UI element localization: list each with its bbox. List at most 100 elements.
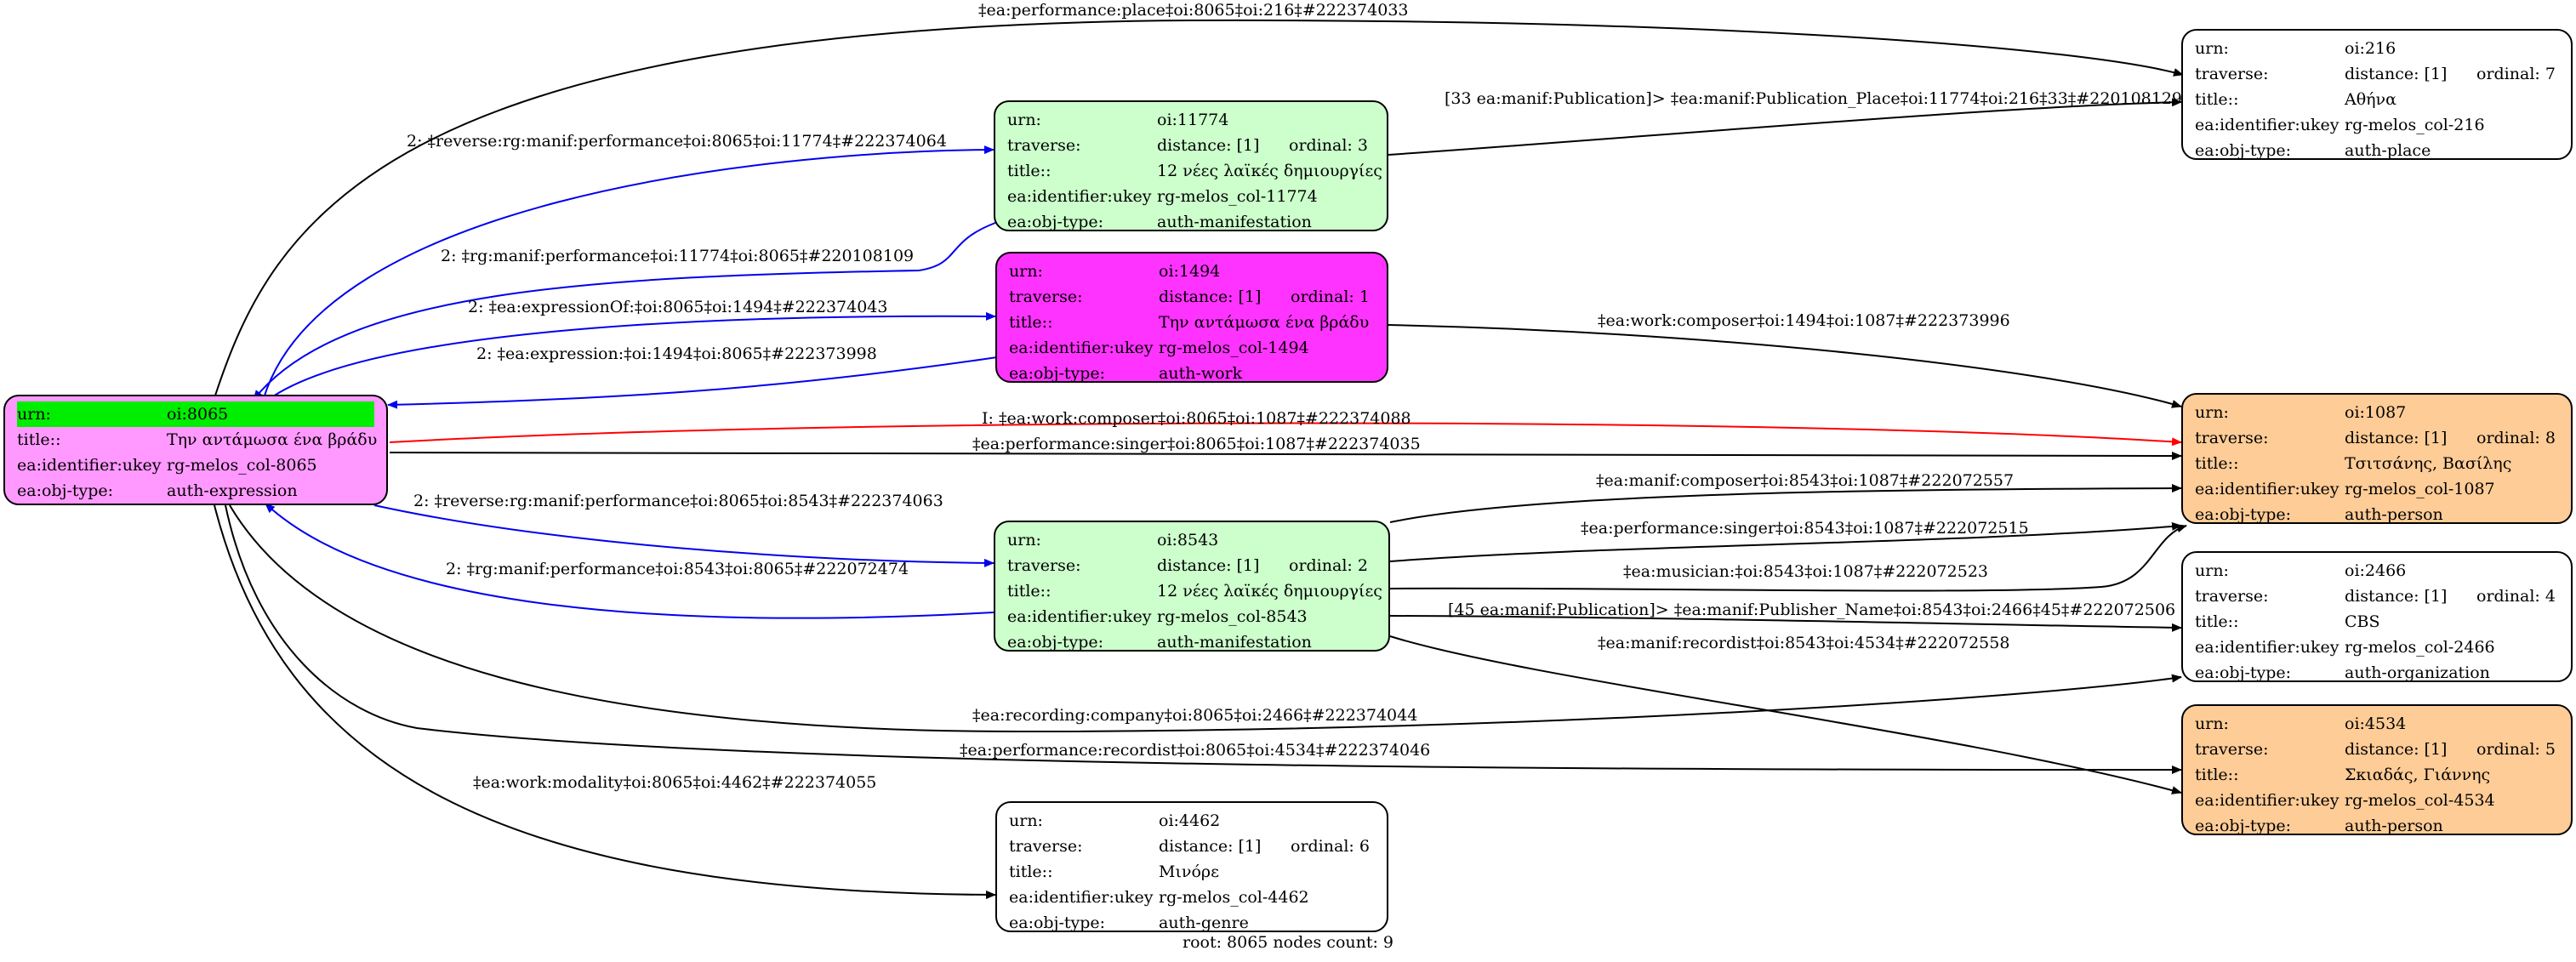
edge-label-work-composer-8065: I: ‡ea:work:composer‡oi:8065‡oi:1087‡#22… xyxy=(982,409,1411,428)
node-type: auth-expression xyxy=(167,481,298,500)
edge-label-recording-company: ‡ea:recording:company‡oi:8065‡oi:2466‡#2… xyxy=(972,706,1418,725)
field-label-urn: urn: xyxy=(17,401,167,427)
field-label-urn: urn: xyxy=(1009,262,1043,281)
node-distance: distance: [1] xyxy=(2345,65,2448,83)
field-label-ukey: ea:identifier:ukey xyxy=(2195,116,2339,134)
edge-label-publisher-name: [45 ea:manif:Publication]> ‡ea:manif:Pub… xyxy=(1448,601,2176,619)
node-title: Μινόρε xyxy=(1159,862,1219,881)
edge-expression xyxy=(387,356,998,409)
node-type: auth-work xyxy=(1159,364,1243,383)
field-label-type: ea:obj-type: xyxy=(1009,914,1106,932)
edge-reverse-performance-11774 xyxy=(263,145,994,399)
node-8065[interactable]: urn:oi:8065 title::Την αντάμωσα ένα βράδ… xyxy=(3,395,388,505)
node-distance: distance: [1] xyxy=(2345,587,2448,606)
field-label-title: title:: xyxy=(1007,162,1051,180)
field-label-traverse: traverse: xyxy=(1009,287,1083,306)
node-ukey: rg-melos_col-1087 xyxy=(2345,480,2495,498)
field-label-title: title:: xyxy=(2195,90,2239,109)
node-1087[interactable]: urn:oi:1087 traverse:distance: [1]ordina… xyxy=(2181,393,2573,524)
edge-label-reverse-performance-11774: 2: ‡reverse:rg:manif:performance‡oi:8065… xyxy=(407,132,947,151)
node-11774[interactable]: urn:oi:11774 traverse:distance: [1]ordin… xyxy=(994,100,1388,231)
edge-publisher-name xyxy=(1389,615,2182,632)
field-label-title: title:: xyxy=(2195,454,2239,473)
node-type: auth-genre xyxy=(1159,914,1249,932)
field-label-traverse: traverse: xyxy=(2195,65,2269,83)
node-distance: distance: [1] xyxy=(2345,429,2448,447)
field-label-traverse: traverse: xyxy=(1007,136,1081,155)
edge-label-performance-place: ‡ea:performance:place‡oi:8065‡oi:216‡#22… xyxy=(978,1,1409,20)
node-urn: oi:8065 xyxy=(167,401,374,427)
node-4462[interactable]: urn:oi:4462 traverse:distance: [1]ordina… xyxy=(995,801,1388,932)
node-urn: oi:4462 xyxy=(1159,811,1221,830)
edge-label-musician-8543: ‡ea:musician:‡oi:8543‡oi:1087‡#222072523 xyxy=(1623,562,1988,581)
field-label-urn: urn: xyxy=(2195,561,2229,580)
field-label-title: title:: xyxy=(2195,612,2239,631)
node-title: Την αντάμωσα ένα βράδυ xyxy=(1159,313,1370,332)
edge-work-modality xyxy=(214,504,996,899)
field-label-title: title:: xyxy=(2195,766,2239,784)
edge-label-performance-singer-8065: ‡ea:performance:singer‡oi:8065‡oi:1087‡#… xyxy=(972,435,1421,453)
edge-recording-company xyxy=(229,504,2182,733)
field-label-ukey: ea:identifier:ukey xyxy=(1007,187,1152,206)
field-label-type: ea:obj-type: xyxy=(1007,213,1104,231)
node-type: auth-person xyxy=(2345,505,2443,524)
edge-label-performance-8543-8065: 2: ‡rg:manif:performance‡oi:8543‡oi:8065… xyxy=(446,560,909,578)
node-urn: oi:4534 xyxy=(2345,714,2407,733)
field-label-traverse: traverse: xyxy=(2195,587,2269,606)
field-label-ukey: ea:identifier:ukey xyxy=(2195,480,2339,498)
edge-work-composer-1494 xyxy=(1388,324,2182,408)
node-type: auth-place xyxy=(2345,141,2431,160)
edge-musician-8543 xyxy=(1389,524,2187,592)
field-label-title: title:: xyxy=(1009,862,1053,881)
node-urn: oi:216 xyxy=(2345,39,2396,58)
node-4534[interactable]: urn:oi:4534 traverse:distance: [1]ordina… xyxy=(2181,704,2573,835)
node-8543[interactable]: urn:oi:8543 traverse:distance: [1]ordina… xyxy=(994,521,1390,652)
field-label-traverse: traverse: xyxy=(1007,556,1081,575)
node-urn: oi:2466 xyxy=(2345,561,2407,580)
node-1494[interactable]: urn:oi:1494 traverse:distance: [1]ordina… xyxy=(995,252,1388,383)
edge-performance-8543-8065 xyxy=(265,503,994,619)
field-label-ukey: ea:identifier:ukey xyxy=(1007,607,1152,626)
node-216[interactable]: urn:oi:216 traverse:distance: [1]ordinal… xyxy=(2181,29,2573,160)
node-2466[interactable]: urn: oi:2466 traverse: distance: [1] ordina… xyxy=(2181,551,2573,682)
node-distance: distance: [1] xyxy=(1157,136,1260,155)
graph-footer: root: 8065 nodes count: 9 xyxy=(1183,933,1394,952)
field-label-title: title:: xyxy=(1007,582,1051,601)
node-ukey: rg-melos_col-11774 xyxy=(1157,187,1318,206)
field-label-type: ea:obj-type: xyxy=(2195,141,2292,160)
node-title: 12 νέες λαϊκές δημιουργίες xyxy=(1157,582,1382,601)
field-label-type: ea:obj-type: xyxy=(2195,663,2292,682)
field-label-urn: urn: xyxy=(2195,403,2229,422)
edge-performance-recordist xyxy=(225,504,2182,774)
field-label-urn: urn: xyxy=(1007,531,1041,549)
node-ukey: rg-melos_col-216 xyxy=(2345,116,2485,134)
node-type: auth-person xyxy=(2345,817,2443,835)
node-ukey: rg-melos_col-2466 xyxy=(2345,638,2495,657)
edge-manif-composer-8543 xyxy=(1389,484,2182,523)
edge-label-work-modality: ‡ea:work:modality‡oi:8065‡oi:4462‡#22237… xyxy=(473,773,877,792)
edge-manif-recordist xyxy=(1389,635,2182,794)
field-label-title: title:: xyxy=(17,430,61,449)
field-label-urn: urn: xyxy=(1009,811,1043,830)
node-type: auth-organization xyxy=(2345,663,2490,682)
edge-performance-place xyxy=(214,19,2184,399)
node-ordinal: ordinal: 5 xyxy=(2476,740,2556,759)
edge-performance-singer-8065 xyxy=(389,451,2182,460)
field-label-type: ea:obj-type: xyxy=(17,481,114,500)
node-distance: distance: [1] xyxy=(1157,556,1260,575)
node-ordinal: ordinal: 4 xyxy=(2476,587,2556,606)
node-type: auth-manifestation xyxy=(1157,213,1312,231)
field-label-ukey: ea:identifier:ukey xyxy=(2195,791,2339,810)
edge-singer-8543 xyxy=(1389,521,2182,562)
node-ukey: rg-melos_col-8543 xyxy=(1157,607,1308,626)
node-distance: distance: [1] xyxy=(1159,837,1262,856)
field-label-type: ea:obj-type: xyxy=(2195,817,2292,835)
node-title: Σκιαδάς, Γιάννης xyxy=(2345,766,2491,784)
field-label-traverse: traverse: xyxy=(2195,740,2269,759)
edge-label-singer-8543: ‡ea:performance:singer‡oi:8543‡oi:1087‡#… xyxy=(1581,519,2029,538)
field-label-ukey: ea:identifier:ukey xyxy=(17,456,162,475)
edge-label-manif-composer-8543: ‡ea:manif:composer‡oi:8543‡oi:1087‡#2220… xyxy=(1596,471,2015,490)
edge-label-expression-of: 2: ‡ea:expressionOf:‡oi:8065‡oi:1494‡#22… xyxy=(468,298,888,316)
node-ordinal: ordinal: 1 xyxy=(1291,287,1370,306)
